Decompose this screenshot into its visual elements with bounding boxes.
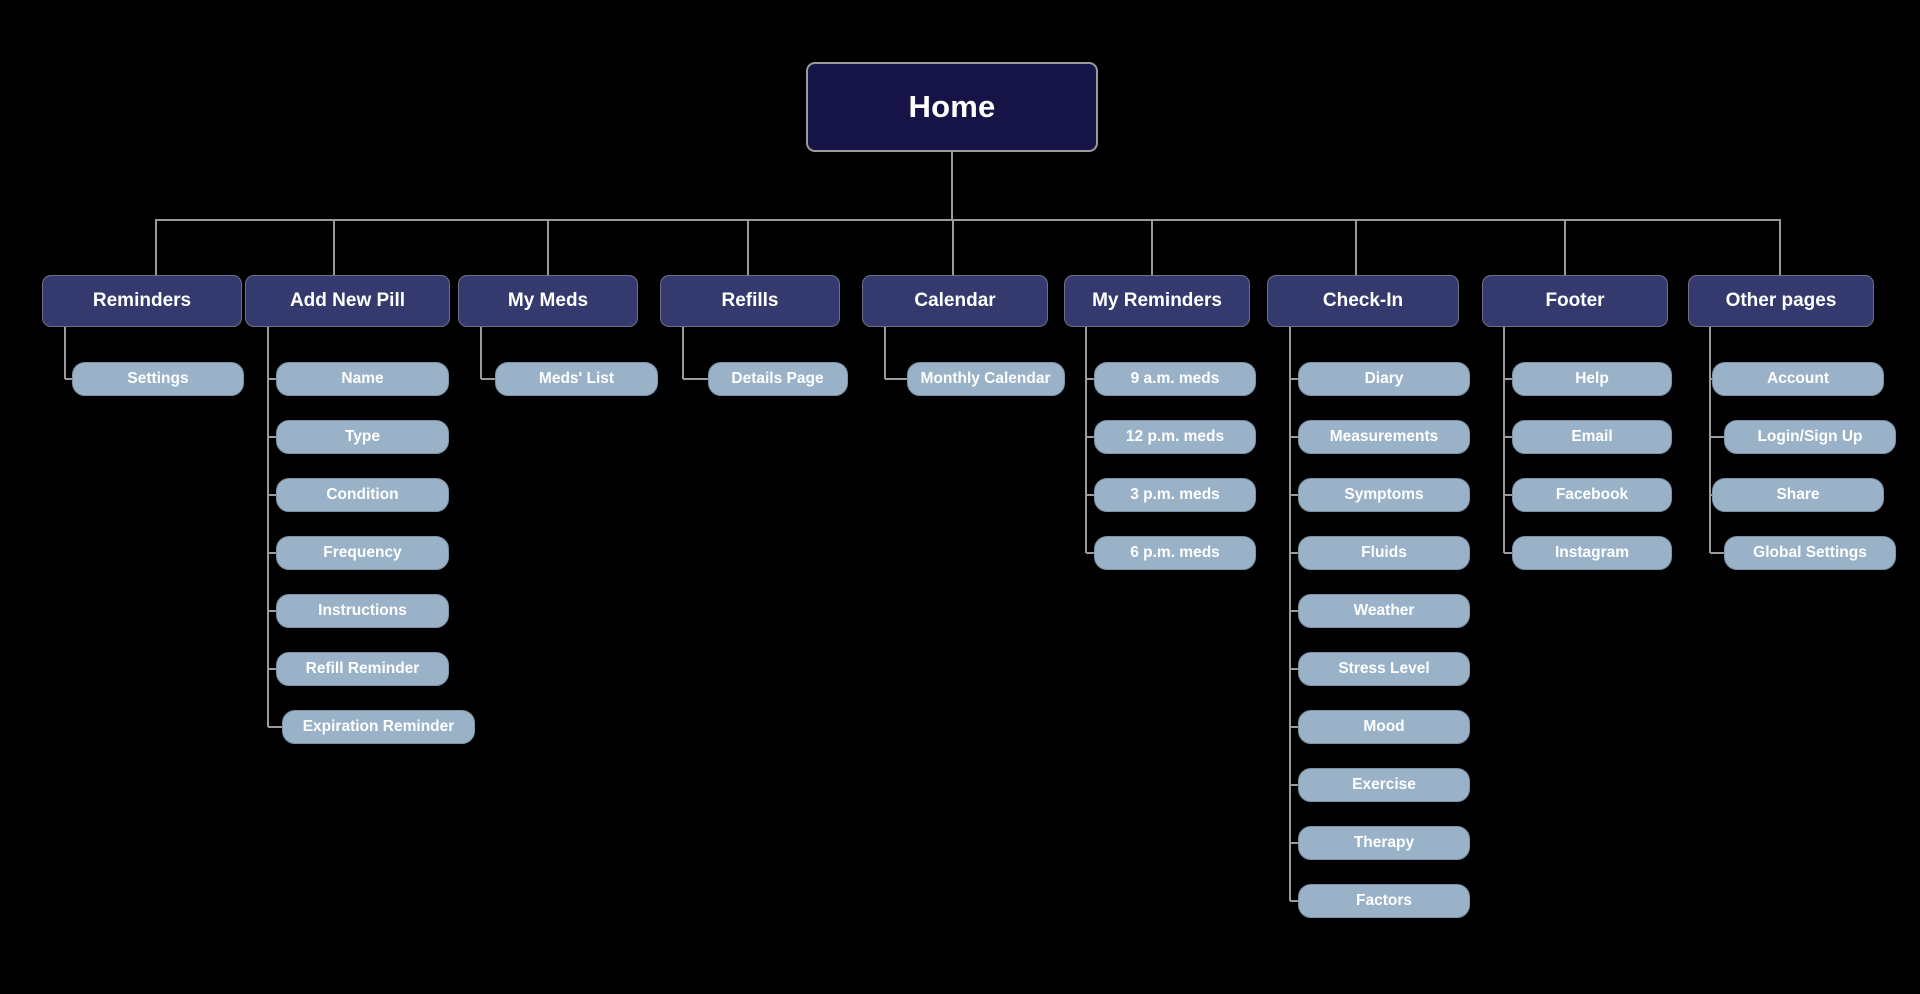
section-node-footer[interactable]: Footer	[1482, 275, 1668, 327]
connector-bus	[156, 219, 1780, 221]
connector-stub-reminders-0	[65, 378, 72, 380]
connector-drop-refills	[747, 219, 749, 275]
connector-stub-add-new-pill-0	[268, 378, 276, 380]
connector-stub-check-in-9	[1290, 900, 1298, 902]
connector-spine-add-new-pill	[267, 327, 269, 727]
leaf-node-footer-2[interactable]: Facebook	[1512, 478, 1672, 512]
connector-stub-refills-0	[683, 378, 708, 380]
connector-stub-my-reminders-0	[1086, 378, 1094, 380]
section-node-my-reminders[interactable]: My Reminders	[1064, 275, 1250, 327]
leaf-node-check-in-9[interactable]: Factors	[1298, 884, 1470, 918]
connector-stub-check-in-1	[1290, 436, 1298, 438]
connector-stub-check-in-6	[1290, 726, 1298, 728]
leaf-node-add-new-pill-6[interactable]: Expiration Reminder	[282, 710, 475, 744]
connector-stub-footer-0	[1504, 378, 1512, 380]
connector-stub-add-new-pill-2	[268, 494, 276, 496]
leaf-node-check-in-0[interactable]: Diary	[1298, 362, 1470, 396]
leaf-node-other-pages-0[interactable]: Account	[1712, 362, 1884, 396]
leaf-node-my-reminders-2[interactable]: 3 p.m. meds	[1094, 478, 1256, 512]
leaf-node-check-in-6[interactable]: Mood	[1298, 710, 1470, 744]
connector-spine-reminders	[64, 327, 66, 379]
leaf-node-footer-1[interactable]: Email	[1512, 420, 1672, 454]
leaf-node-refills-0[interactable]: Details Page	[707, 362, 848, 396]
leaf-node-check-in-7[interactable]: Exercise	[1298, 768, 1470, 802]
connector-stub-my-reminders-2	[1086, 494, 1094, 496]
connector-stub-add-new-pill-5	[268, 668, 276, 670]
connector-stub-other-pages-1	[1710, 436, 1724, 438]
connector-stub-my-meds-0	[481, 378, 495, 380]
connector-drop-calendar	[952, 219, 954, 275]
connector-stub-other-pages-2	[1710, 494, 1712, 496]
section-node-other-pages[interactable]: Other pages	[1688, 275, 1874, 327]
leaf-node-calendar-0[interactable]: Monthly Calendar	[906, 362, 1065, 396]
connector-drop-check-in	[1355, 219, 1357, 275]
connector-spine-footer	[1503, 327, 1505, 553]
leaf-node-my-meds-0[interactable]: Meds' List	[495, 362, 658, 396]
connector-stub-footer-2	[1504, 494, 1512, 496]
connector-drop-my-reminders	[1151, 219, 1153, 275]
connector-spine-calendar	[884, 327, 886, 379]
connector-spine-check-in	[1289, 327, 1291, 901]
connector-root-stem	[951, 152, 953, 219]
connector-stub-calendar-0	[885, 378, 907, 380]
section-node-add-new-pill[interactable]: Add New Pill	[245, 275, 450, 327]
connector-stub-check-in-4	[1290, 610, 1298, 612]
leaf-node-reminders-0[interactable]: Settings	[72, 362, 244, 396]
leaf-node-add-new-pill-2[interactable]: Condition	[276, 478, 449, 512]
leaf-node-check-in-3[interactable]: Fluids	[1298, 536, 1470, 570]
section-node-calendar[interactable]: Calendar	[862, 275, 1048, 327]
leaf-node-add-new-pill-0[interactable]: Name	[276, 362, 449, 396]
connector-spine-my-meds	[480, 327, 482, 379]
connector-stub-other-pages-0	[1710, 378, 1712, 380]
leaf-node-my-reminders-3[interactable]: 6 p.m. meds	[1094, 536, 1256, 570]
leaf-node-footer-0[interactable]: Help	[1512, 362, 1672, 396]
leaf-node-my-reminders-1[interactable]: 12 p.m. meds	[1094, 420, 1256, 454]
connector-stub-check-in-0	[1290, 378, 1298, 380]
leaf-node-check-in-8[interactable]: Therapy	[1298, 826, 1470, 860]
connector-stub-my-reminders-1	[1086, 436, 1094, 438]
section-node-refills[interactable]: Refills	[660, 275, 840, 327]
connector-drop-reminders	[155, 219, 157, 275]
connector-stub-add-new-pill-3	[268, 552, 276, 554]
connector-stub-check-in-3	[1290, 552, 1298, 554]
leaf-node-footer-3[interactable]: Instagram	[1512, 536, 1672, 570]
leaf-node-add-new-pill-4[interactable]: Instructions	[276, 594, 449, 628]
connector-stub-check-in-8	[1290, 842, 1298, 844]
connector-spine-refills	[682, 327, 684, 379]
leaf-node-check-in-5[interactable]: Stress Level	[1298, 652, 1470, 686]
leaf-node-other-pages-3[interactable]: Global Settings	[1724, 536, 1896, 570]
connector-stub-footer-1	[1504, 436, 1512, 438]
connector-stub-add-new-pill-1	[268, 436, 276, 438]
leaf-node-my-reminders-0[interactable]: 9 a.m. meds	[1094, 362, 1256, 396]
leaf-node-add-new-pill-1[interactable]: Type	[276, 420, 449, 454]
leaf-node-other-pages-1[interactable]: Login/Sign Up	[1724, 420, 1896, 454]
connector-stub-my-reminders-3	[1086, 552, 1094, 554]
leaf-node-check-in-4[interactable]: Weather	[1298, 594, 1470, 628]
section-node-check-in[interactable]: Check-In	[1267, 275, 1459, 327]
connector-drop-other-pages	[1779, 219, 1781, 275]
connector-stub-add-new-pill-6	[268, 726, 282, 728]
connector-spine-other-pages	[1709, 327, 1711, 553]
leaf-node-add-new-pill-5[interactable]: Refill Reminder	[276, 652, 449, 686]
connector-drop-add-new-pill	[333, 219, 335, 275]
root-node-home[interactable]: Home	[806, 62, 1098, 152]
connector-stub-other-pages-3	[1710, 552, 1724, 554]
connector-drop-my-meds	[547, 219, 549, 275]
leaf-node-add-new-pill-3[interactable]: Frequency	[276, 536, 449, 570]
connector-stub-check-in-5	[1290, 668, 1298, 670]
section-node-reminders[interactable]: Reminders	[42, 275, 242, 327]
leaf-node-other-pages-2[interactable]: Share	[1712, 478, 1884, 512]
connector-stub-add-new-pill-4	[268, 610, 276, 612]
section-node-my-meds[interactable]: My Meds	[458, 275, 638, 327]
leaf-node-check-in-1[interactable]: Measurements	[1298, 420, 1470, 454]
connector-stub-footer-3	[1504, 552, 1512, 554]
connector-stub-check-in-7	[1290, 784, 1298, 786]
connector-stub-check-in-2	[1290, 494, 1298, 496]
leaf-node-check-in-2[interactable]: Symptoms	[1298, 478, 1470, 512]
connector-drop-footer	[1564, 219, 1566, 275]
connector-spine-my-reminders	[1085, 327, 1087, 553]
